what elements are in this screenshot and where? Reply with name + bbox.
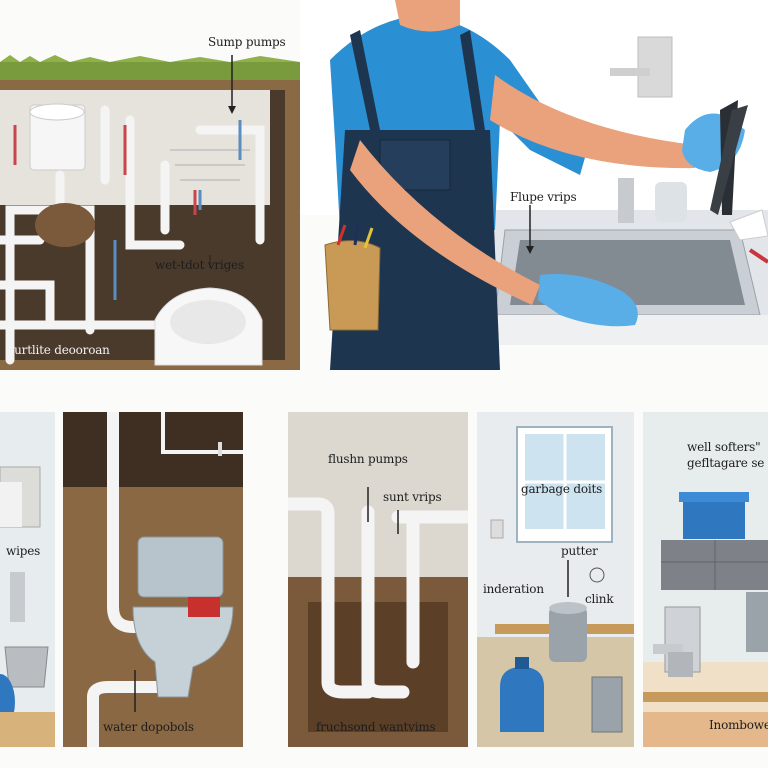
plumber-illustration	[300, 0, 768, 370]
panel-flush-pumps: flushn pumps sunt vrips fruchsond wantvi…	[288, 412, 468, 747]
garbage-doits-label: garbage doits	[521, 482, 603, 496]
panel-garbage-disposal: garbage doits putter inderation clink	[477, 412, 634, 747]
flushn-pumps-label: flushn pumps	[328, 452, 408, 466]
fruchsond-wantvims-label: fruchsond wantvims	[316, 720, 436, 734]
flupe-vrips-label: Flupe vrips	[510, 190, 577, 204]
panel-water-softeners: well softers" gefltagare se Inombowe	[643, 412, 768, 747]
panel-wipes: wipes	[0, 412, 55, 747]
sunt-vrips-label: sunt vrips	[383, 490, 442, 504]
panel-cutaway-plumbing: Sump pumps wet-tdot vriges Furtlite deoo…	[0, 0, 300, 370]
gefltagare-label: gefltagare se	[687, 456, 765, 470]
inderation-label: inderation	[483, 582, 544, 596]
sump-pumps-label: Sump pumps	[208, 35, 286, 49]
well-softers-label: well softers"	[687, 440, 761, 454]
toilet-illustration	[63, 412, 243, 747]
water-dopobols-label: water dopobols	[103, 720, 194, 734]
inombowe-label: Inombowe	[709, 718, 768, 732]
wipes-illustration	[0, 412, 55, 747]
panel-plumber-sink: Flupe vrips	[300, 0, 768, 370]
garbage-disposal-illustration	[477, 412, 634, 747]
flush-pumps-illustration	[288, 412, 468, 747]
clink-label: clink	[585, 592, 614, 606]
wet-vriges-label: wet-tdot vriges	[155, 258, 244, 272]
cutaway-illustration	[0, 0, 300, 370]
water-softener-illustration	[643, 412, 768, 747]
panel-toilet: water dopobols	[63, 412, 243, 747]
bathroom-label: Furtlite deooroan	[6, 343, 110, 357]
putter-label: putter	[561, 544, 598, 558]
wipes-label: wipes	[6, 544, 41, 558]
